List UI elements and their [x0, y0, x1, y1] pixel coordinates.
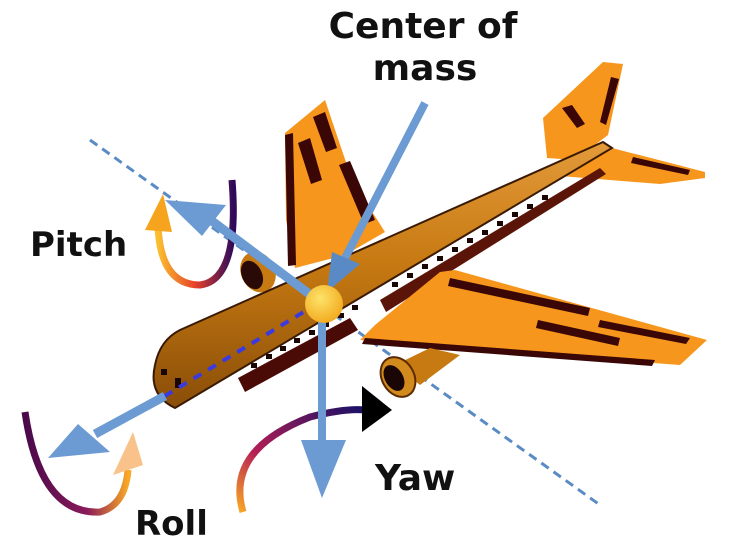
near-engine [379, 348, 460, 398]
center-of-mass-pointer [327, 101, 429, 292]
far-wing [285, 100, 385, 268]
yaw-rotation-arrow [236, 386, 392, 513]
roll-label: Roll [135, 504, 208, 544]
center-of-mass-label-line1: Center of [329, 6, 518, 47]
roll-axis-arrow [48, 392, 168, 458]
pitch-axis-arrow [165, 200, 323, 306]
pitch-label: Pitch [30, 225, 127, 265]
yaw-axis-arrow [301, 305, 346, 498]
yaw-label: Yaw [374, 458, 455, 499]
tail-fin [543, 62, 623, 160]
pitch-rotation-arrow [145, 179, 237, 289]
center-of-mass-label-line2: mass [373, 48, 478, 89]
roll-rotation-arrow [21, 411, 143, 516]
center-of-mass-dot [305, 285, 343, 323]
near-wing [360, 270, 707, 366]
